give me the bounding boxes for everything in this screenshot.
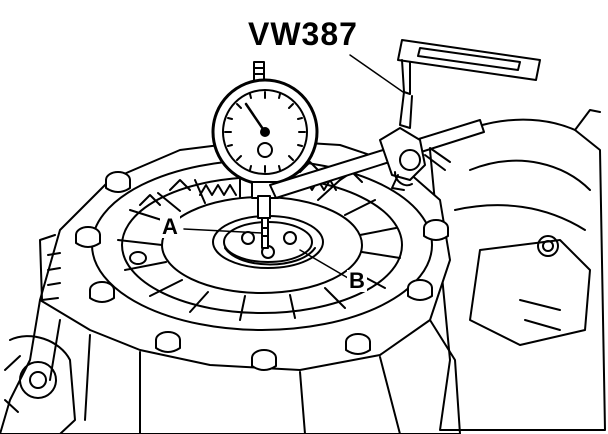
tool-label: VW387 — [246, 16, 360, 52]
label-a: A — [160, 214, 180, 239]
leader-lines — [183, 54, 404, 279]
vw387-tool — [397, 39, 541, 129]
flange-bolts — [75, 171, 449, 371]
dial-gauge — [211, 61, 319, 249]
a-leader-line — [183, 228, 263, 234]
rear-casing — [429, 109, 606, 431]
tool-leader-line — [349, 54, 404, 93]
label-b: B — [347, 268, 367, 293]
b-leader-line — [299, 249, 349, 279]
gauge-holder — [269, 119, 485, 199]
